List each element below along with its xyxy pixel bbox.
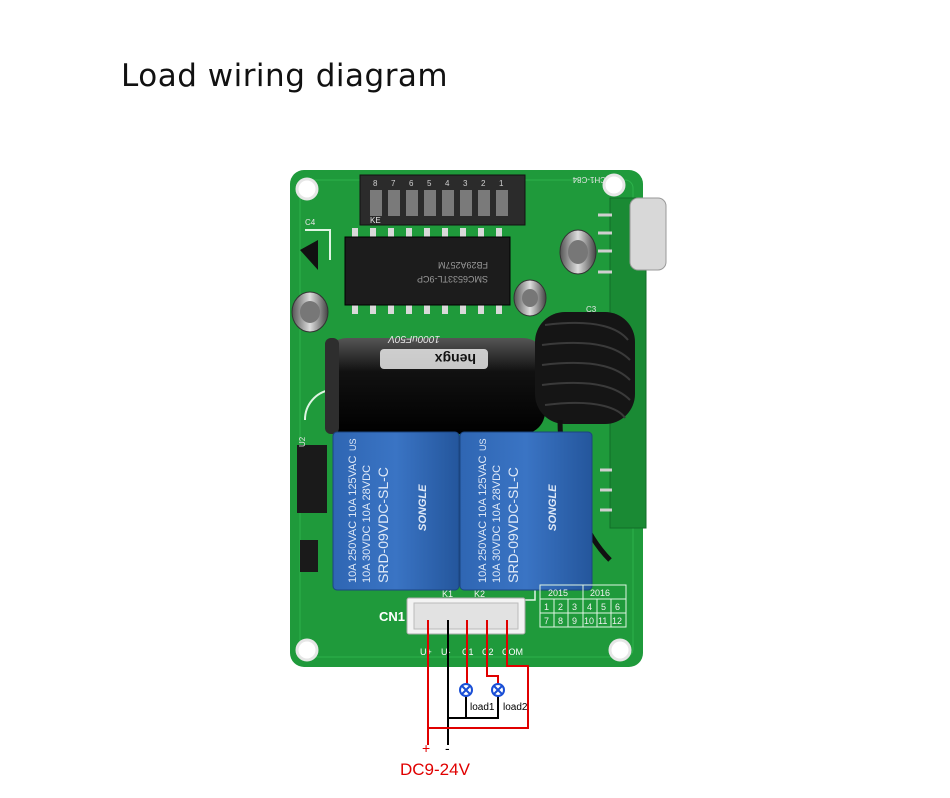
relay-model: SRD-09VDC-SL-C bbox=[505, 467, 521, 583]
transistor: C4 bbox=[300, 218, 318, 270]
dip-number: 7 bbox=[391, 179, 396, 188]
silk-c3: C3 bbox=[586, 305, 597, 314]
relay-us: US bbox=[478, 438, 488, 451]
wiring bbox=[427, 620, 529, 745]
dip-number: 4 bbox=[445, 179, 450, 188]
small-capacitor: C3 CH1-C84 bbox=[291, 175, 606, 333]
grid-cell: 4 bbox=[587, 602, 592, 612]
mounting-hole bbox=[295, 177, 319, 201]
dip-switch[interactable]: 8 7 6 5 4 3 2 1 KE bbox=[359, 174, 526, 226]
year-label: 2016 bbox=[590, 588, 610, 598]
grid-cell: 12 bbox=[612, 616, 622, 626]
dip-number: 8 bbox=[373, 179, 378, 188]
dip-number: 6 bbox=[409, 179, 414, 188]
grid-cell: 6 bbox=[615, 602, 620, 612]
supply-voltage-label: DC9-24V bbox=[400, 760, 471, 779]
mounting-hole bbox=[602, 173, 626, 197]
minus-label: - bbox=[445, 740, 450, 756]
relay-2: 10A 250VAC 10A 125VAC 10A 30VDC 10A 28VD… bbox=[459, 431, 593, 591]
load2-label: load2 bbox=[503, 702, 528, 713]
year-label: 2015 bbox=[548, 588, 568, 598]
date-grid: 2015 2016 1 2 3 4 5 6 7 8 9 10 11 12 bbox=[539, 584, 627, 628]
capacitor-brand: hengx bbox=[435, 351, 476, 367]
relay-rating-1: 10A 250VAC 10A 125VAC bbox=[347, 456, 359, 583]
relay-brand: SONGLE bbox=[547, 484, 559, 531]
voltage-regulator: U2 bbox=[297, 436, 327, 572]
silk-cn1: CN1 bbox=[379, 609, 405, 624]
plus-label: + bbox=[422, 740, 430, 756]
terminal-label: U+ bbox=[420, 647, 432, 657]
dip-number: 5 bbox=[427, 179, 432, 188]
grid-cell: 8 bbox=[558, 616, 563, 626]
capacitor-rating: 1000uF50V bbox=[387, 333, 440, 344]
grid-cell: 9 bbox=[572, 616, 577, 626]
silk-c4: C4 bbox=[305, 218, 316, 227]
crystal bbox=[629, 197, 667, 271]
relay-rating-1: 10A 250VAC 10A 125VAC bbox=[477, 456, 489, 583]
large-capacitor: hengx 1000uF50V bbox=[325, 333, 545, 434]
lamp-icon bbox=[491, 683, 505, 697]
terminal-label: U- bbox=[441, 647, 451, 657]
mounting-hole bbox=[608, 638, 632, 662]
silk-board-id: CH1-C84 bbox=[572, 175, 606, 184]
dip-number: 2 bbox=[481, 179, 486, 188]
grid-cell: 5 bbox=[601, 602, 606, 612]
mounting-hole bbox=[295, 638, 319, 662]
grid-cell: 1 bbox=[544, 602, 549, 612]
grid-cell: 3 bbox=[572, 602, 577, 612]
load1-label: load1 bbox=[470, 702, 495, 713]
ic-chip: SMC6533TL-9CP FB29A257M bbox=[344, 228, 511, 314]
relay-rating-2: 10A 30VDC 10A 28VDC bbox=[361, 465, 373, 583]
relay-1: 10A 250VAC 10A 125VAC 10A 30VDC 10A 28VD… bbox=[332, 431, 460, 591]
relay-model: SRD-09VDC-SL-C bbox=[375, 467, 391, 583]
grid-cell: 7 bbox=[544, 616, 549, 626]
grid-cell: 10 bbox=[584, 616, 594, 626]
silk-u2: U2 bbox=[298, 436, 307, 447]
page-title: Load wiring diagram bbox=[121, 58, 449, 94]
dip-number: 1 bbox=[499, 179, 504, 188]
chip-marking: SMC6533TL-9CP bbox=[417, 274, 488, 284]
silk-k2: K2 bbox=[474, 589, 485, 599]
grid-cell: 11 bbox=[598, 616, 607, 626]
silk-k1: K1 bbox=[442, 589, 453, 599]
relay-brand: SONGLE bbox=[417, 484, 429, 531]
relay-rating-2: 10A 30VDC 10A 28VDC bbox=[491, 465, 503, 583]
relay-us: US bbox=[348, 438, 358, 451]
grid-cell: 2 bbox=[558, 602, 563, 612]
chip-code: FB29A257M bbox=[438, 260, 488, 270]
dip-number: 3 bbox=[463, 179, 468, 188]
lamp-icon bbox=[459, 683, 473, 697]
terminal-label: COM bbox=[502, 647, 523, 657]
silk-ke: KE bbox=[370, 216, 381, 225]
